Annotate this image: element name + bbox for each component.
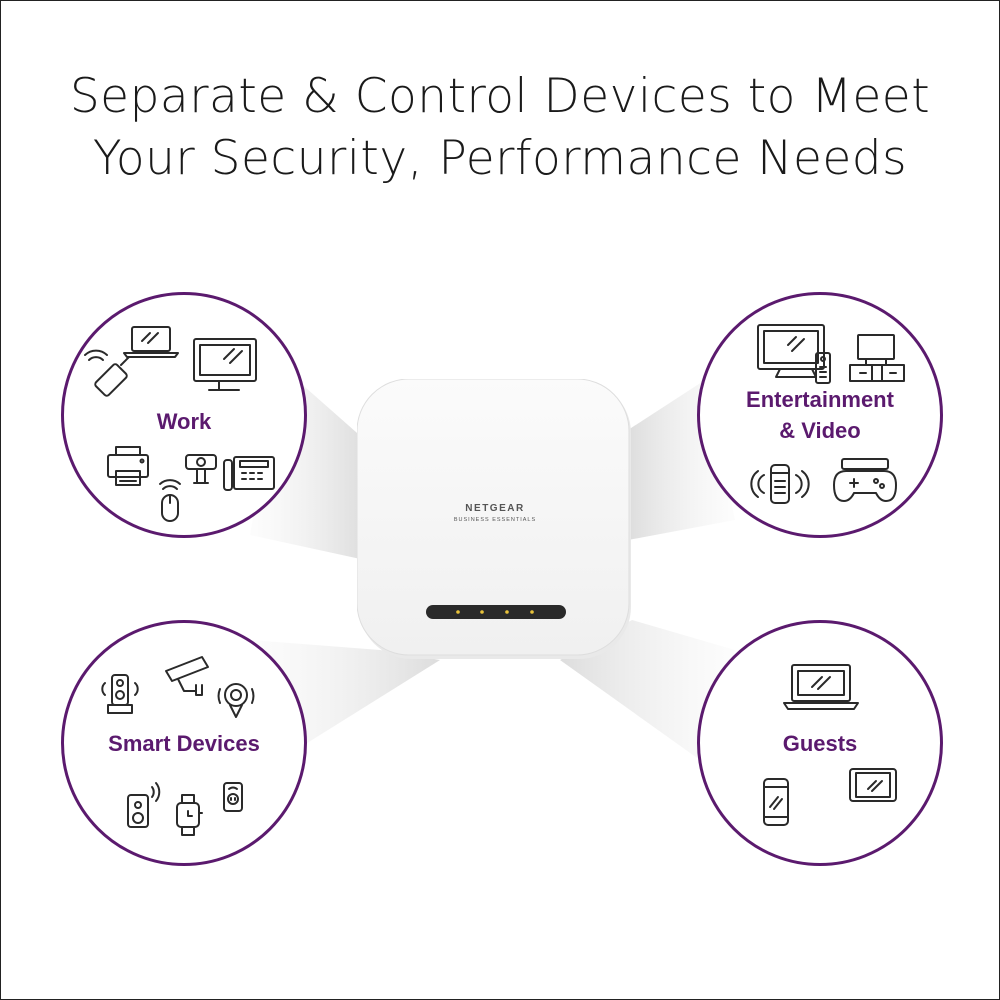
headline-line-1: Separate & Control Devices to Meet: [69, 69, 931, 124]
headline-line-2: Your Security, Performance Needs: [92, 131, 908, 186]
category-entertainment-label-1: Entertainment: [746, 387, 894, 412]
category-entertainment: Entertainment & Video: [697, 292, 943, 538]
smartwatch-icon: [176, 794, 203, 836]
category-work-label: Work: [156, 409, 212, 434]
doorbell-icon: [101, 674, 139, 714]
tv-icon: [757, 324, 825, 378]
brand-logo: NETGEAR: [465, 503, 525, 514]
access-point-body: [356, 378, 631, 659]
brand-subtitle: BUSINESS ESSENTIALS: [453, 517, 537, 523]
monitor-icon: [193, 338, 257, 391]
indoor-camera-icon: [217, 683, 255, 718]
laptop-icon: [783, 664, 859, 710]
smart-speaker-icon: [750, 464, 810, 504]
category-smart-devices: Smart Devices: [61, 620, 307, 866]
led-power-icon: [456, 610, 460, 614]
led-strip: [426, 605, 566, 619]
desk-phone-icon: [223, 456, 275, 491]
headline: Separate & Control Devices to Meet Your …: [0, 66, 1000, 190]
category-work: Work: [61, 292, 307, 538]
category-guests: Guests: [697, 620, 943, 866]
led-status-icon: [530, 610, 534, 614]
security-camera-icon: [165, 656, 209, 696]
mouse-icon: [159, 479, 181, 522]
category-guests-label: Guests: [782, 731, 858, 756]
game-console-icon: [833, 458, 897, 502]
access-point: NETGEAR BUSINESS ESSENTIALS: [356, 378, 633, 661]
usb-wifi-icon: [84, 349, 130, 397]
phone-icon: [763, 778, 789, 826]
remote-icon: [815, 352, 831, 384]
beam-guests: [560, 620, 735, 760]
smart-plug-icon: [223, 782, 243, 812]
led-wifi-icon: [505, 610, 509, 614]
tv-stand-icon: [849, 334, 905, 382]
webcam-icon: [185, 454, 217, 484]
laptop-icon: [123, 326, 179, 358]
category-entertainment-label-2: & Video: [779, 418, 861, 443]
category-smart-devices-label: Smart Devices: [108, 731, 260, 756]
tablet-icon: [849, 768, 897, 802]
speaker-icon: [127, 782, 161, 828]
led-lan-icon: [480, 610, 484, 614]
printer-icon: [107, 446, 149, 486]
